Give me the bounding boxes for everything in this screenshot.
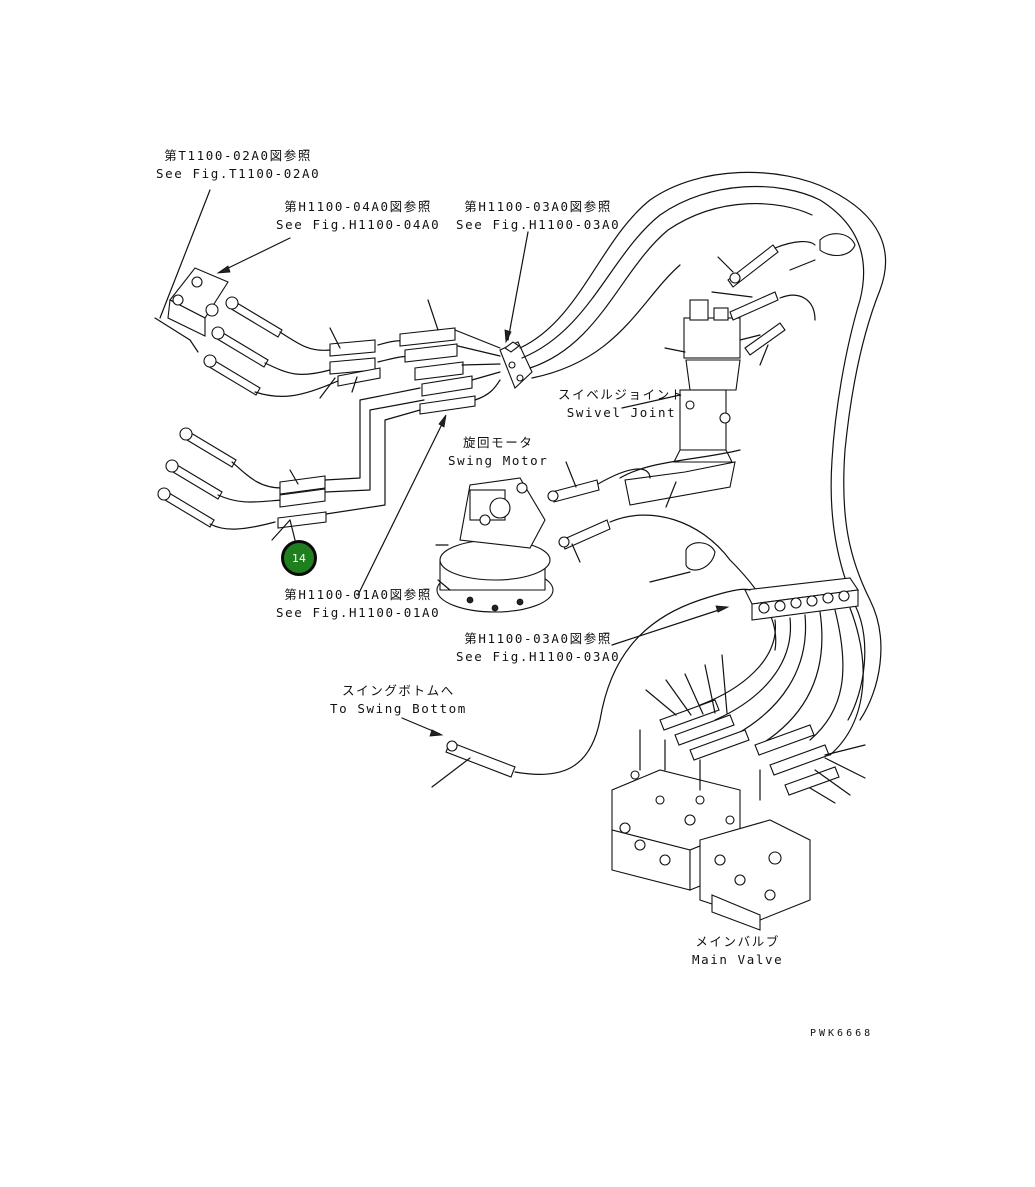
- hose-bracket: [744, 577, 859, 621]
- callout-swing-bottom-jp: スイングボトムへ: [342, 683, 455, 698]
- center-hoses: [377, 299, 501, 415]
- upper-left-hoses: [203, 296, 381, 399]
- callout-swing-motor-en: Swing Motor: [448, 453, 549, 468]
- callout-t1100-02a0-en: See Fig.T1100-02A0: [156, 166, 321, 181]
- swivel-fittings: [711, 241, 816, 366]
- swivel-joint-drawing: [619, 299, 761, 508]
- leader-h1100-03-top: [507, 231, 529, 341]
- callout-h1100-03a0-top-jp: 第H1100-03A0図参照: [464, 199, 612, 214]
- callout-t1100-02a0[interactable]: 第T1100-02A0図参照 See Fig.T1100-02A0: [156, 147, 320, 183]
- callout-main-valve-jp: メインバルブ: [695, 934, 780, 949]
- callout-h1100-01a0-en: See Fig.H1100-01A0: [276, 605, 441, 620]
- leader-t1100: [159, 189, 211, 319]
- callout-swing-bottom[interactable]: スイングボトムへ To Swing Bottom: [330, 682, 467, 718]
- swing-motor-fittings: [547, 461, 777, 651]
- callout-h1100-03a0-bottom-jp: 第H1100-03A0図参照: [464, 631, 612, 646]
- main-valve-drawing: [611, 729, 811, 931]
- callout-h1100-01a0[interactable]: 第H1100-01A0図参照 See Fig.H1100-01A0: [276, 586, 440, 622]
- callout-main-valve[interactable]: メインバルブ Main Valve: [692, 933, 783, 969]
- callout-h1100-03a0-bottom[interactable]: 第H1100-03A0図参照 See Fig.H1100-03A0: [456, 630, 620, 666]
- leader-h1100-03-bottom: [611, 607, 726, 646]
- leader-h1100-01: [357, 417, 446, 596]
- callout-swing-bottom-en: To Swing Bottom: [330, 701, 467, 716]
- left-bracket: [154, 267, 229, 353]
- part-number-badge[interactable]: 14: [281, 540, 317, 576]
- callout-swing-motor[interactable]: 旋回モータ Swing Motor: [448, 434, 548, 470]
- leader-badge: [289, 519, 296, 541]
- callout-h1100-03a0-top[interactable]: 第H1100-03A0図参照 See Fig.H1100-03A0: [456, 198, 620, 234]
- center-manifold: [499, 341, 533, 389]
- callout-h1100-03a0-bottom-en: See Fig.H1100-03A0: [456, 649, 621, 664]
- callout-swivel-joint-jp: スイベルジョイント: [558, 387, 685, 402]
- drawing-code: PWK6668: [810, 1028, 874, 1039]
- lower-left-hoses: [157, 387, 425, 541]
- hose-clamp: [685, 542, 716, 571]
- part-number-label: 14: [292, 551, 306, 565]
- callout-h1100-04a0-jp: 第H1100-04A0図参照: [284, 199, 432, 214]
- callout-main-valve-en: Main Valve: [692, 952, 784, 967]
- callout-t1100-02a0-jp: 第T1100-02A0図参照: [164, 148, 312, 163]
- callout-h1100-04a0-en: See Fig.H1100-04A0: [276, 217, 441, 232]
- valve-hoses: [645, 607, 866, 804]
- leader-h1100-04: [219, 237, 291, 273]
- swing-bottom-hose: [401, 588, 751, 788]
- callout-swing-motor-jp: 旋回モータ: [462, 435, 534, 450]
- callout-h1100-01a0-jp: 第H1100-01A0図参照: [284, 587, 432, 602]
- callout-h1100-04a0[interactable]: 第H1100-04A0図参照 See Fig.H1100-04A0: [276, 198, 440, 234]
- callout-swivel-joint[interactable]: スイベルジョイント Swivel Joint: [558, 386, 685, 422]
- leader-swivel: [621, 394, 681, 409]
- swing-motor-drawing: [435, 477, 554, 613]
- callout-h1100-03a0-top-en: See Fig.H1100-03A0: [456, 217, 621, 232]
- callout-swivel-joint-en: Swivel Joint: [566, 405, 677, 420]
